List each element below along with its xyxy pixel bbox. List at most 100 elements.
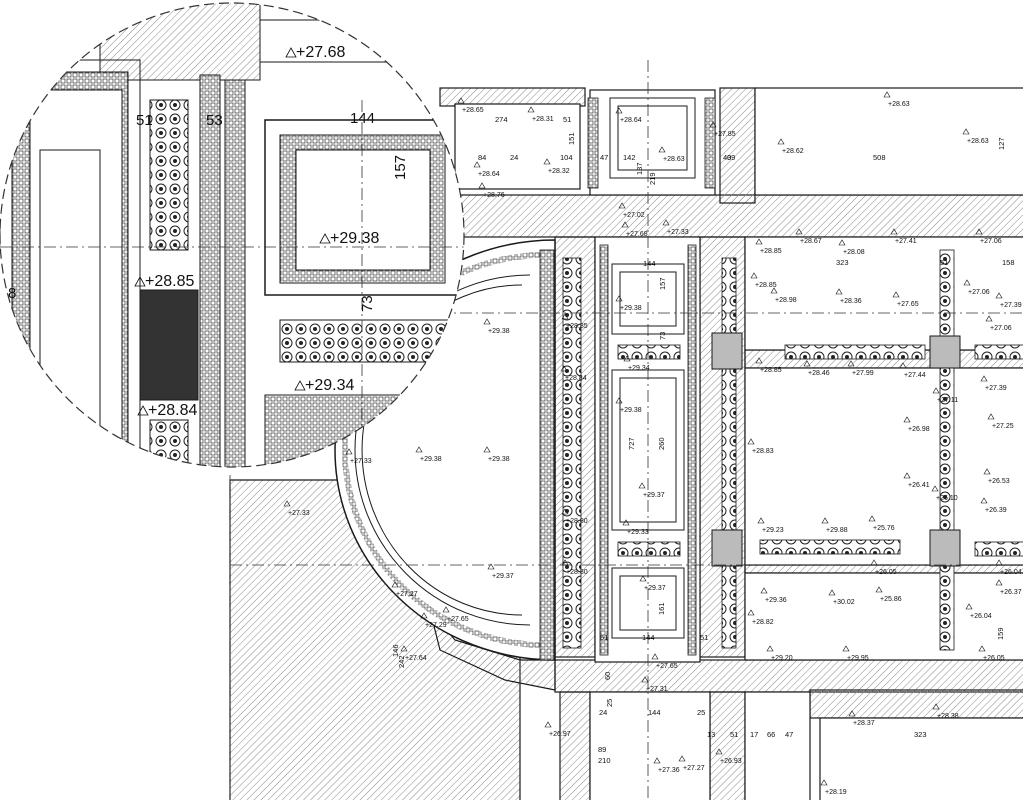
dimension-label: 89 xyxy=(598,745,606,754)
dimension-label: 104 xyxy=(560,153,573,162)
elevation-triangle-icon xyxy=(932,703,940,710)
elevation-triangle-icon xyxy=(835,288,843,295)
elevation-marker: +27.33 xyxy=(345,448,372,465)
dimension-label: 151 xyxy=(567,132,576,145)
elevation-triangle-icon xyxy=(400,645,408,652)
elevation-label: +27.65 xyxy=(897,301,919,308)
elevation-label: +29.37 xyxy=(492,573,514,580)
dimension-label: 144 xyxy=(648,708,661,717)
dimension-label: 219 xyxy=(648,172,657,185)
elevation-label: +27.65 xyxy=(656,663,678,670)
elevation-triangle-icon xyxy=(838,239,846,246)
elevation-marker: +26.04 xyxy=(965,603,992,620)
elevation-marker: +28.62 xyxy=(777,138,804,155)
elevation-marker: +27.64 xyxy=(400,645,427,662)
elevation-label: +28.85 xyxy=(760,248,782,255)
elevation-label: +27.02 xyxy=(623,212,645,219)
elevation-marker: +26.53 xyxy=(983,468,1010,485)
elevation-label: +27.27 xyxy=(683,765,705,772)
dimension-label: 144 xyxy=(643,259,656,268)
elevation-triangle-icon xyxy=(747,438,755,445)
elevation-marker: +29.34 xyxy=(623,355,650,372)
dimension-label: 17 xyxy=(750,730,758,739)
elevation-label: +26.37 xyxy=(1000,589,1022,596)
dimension-label: 142 xyxy=(623,153,636,162)
dimension-label: 144 xyxy=(642,633,655,642)
elevation-label: +27.39 xyxy=(1000,302,1022,309)
elevation-marker: +28.63 xyxy=(658,146,685,163)
elevation-marker: +27.68 xyxy=(621,221,648,238)
elevation-label: +28.65 xyxy=(462,107,484,114)
elevation-marker: +29.38 xyxy=(415,446,442,463)
elevation-marker: +30.02 xyxy=(828,589,855,606)
elevation-triangle-icon xyxy=(828,589,836,596)
dimension-label: 73 xyxy=(658,332,667,340)
elevation-triangle-icon xyxy=(892,291,900,298)
elevation-triangle-icon xyxy=(662,219,670,226)
elevation-marker: +29.20 xyxy=(766,645,793,662)
magnifier-elevation-label: +29.38 xyxy=(330,230,379,247)
elevation-marker: +27.41 xyxy=(890,228,917,245)
dimension-label: 727 xyxy=(627,437,636,450)
elevation-marker: +27.65 xyxy=(892,291,919,308)
elevation-triangle-icon xyxy=(980,497,988,504)
elevation-triangle-icon xyxy=(285,47,297,58)
elevation-triangle-icon xyxy=(420,612,428,619)
magnifier-dimension-label: 51 xyxy=(136,112,153,129)
elevation-marker: +27.25 xyxy=(987,413,1014,430)
elevation-label: +27.64 xyxy=(405,655,427,662)
elevation-marker: +27.85 xyxy=(709,121,736,138)
elevation-label: +28.64 xyxy=(478,171,500,178)
elevation-triangle-icon xyxy=(875,586,883,593)
dimension-label: 51 xyxy=(940,258,948,267)
elevation-label: +28.83 xyxy=(752,448,774,455)
coffer-panels xyxy=(609,97,696,639)
elevation-triangle-icon xyxy=(415,446,423,453)
dimension-label: 51 xyxy=(600,633,608,642)
elevation-triangle-icon xyxy=(623,355,631,362)
elevation-label: +28.98 xyxy=(775,297,797,304)
elevation-marker: +28.64 xyxy=(473,161,500,178)
elevation-label: +29.34 xyxy=(628,365,650,372)
magnifier-dimension-label: 73 xyxy=(359,295,376,312)
elevation-triangle-icon xyxy=(641,676,649,683)
dimension-label: 242 xyxy=(397,655,406,668)
elevation-triangle-icon xyxy=(963,279,971,286)
elevation-triangle-icon xyxy=(561,559,569,566)
elevation-marker: +25.86 xyxy=(875,586,902,603)
dimension-label: 323 xyxy=(836,258,849,267)
elevation-triangle-icon xyxy=(715,748,723,755)
elevation-marker: +28.84 xyxy=(560,365,587,382)
elevation-triangle-icon xyxy=(766,645,774,652)
dimension-label: 51 xyxy=(730,730,738,739)
elevation-label: +28.76 xyxy=(483,192,505,199)
elevation-marker: +27.06 xyxy=(963,279,990,296)
elevation-triangle-icon xyxy=(975,228,983,235)
elevation-marker: +29.88 xyxy=(821,517,848,534)
magnifier-dimension-label: 8 xyxy=(8,285,16,302)
elevation-marker: +28.85 xyxy=(750,272,777,289)
elevation-label: +29.38 xyxy=(488,328,510,335)
elevation-label: +29.23 xyxy=(762,527,784,534)
elevation-label: +29.88 xyxy=(826,527,848,534)
elevation-triangle-icon xyxy=(483,318,491,325)
elevation-label: +27.06 xyxy=(980,238,1002,245)
elevation-label: +27.44 xyxy=(904,372,926,379)
elevation-marker: +27.99 xyxy=(847,360,874,377)
elevation-label: +27.99 xyxy=(852,370,874,377)
elevation-triangle-icon xyxy=(757,517,765,524)
elevation-marker: +27.11 xyxy=(932,387,958,404)
elevation-triangle-icon xyxy=(932,387,940,394)
elevation-label: +28.19 xyxy=(825,789,847,796)
dimension-label: 159 xyxy=(996,627,1005,640)
elevation-marker: +28.67 xyxy=(795,228,822,245)
elevation-label: +28.32 xyxy=(548,168,570,175)
elevation-marker: +27.33 xyxy=(662,219,689,236)
elevation-triangle-icon xyxy=(621,221,629,228)
elevation-label: +29.33 xyxy=(627,529,649,536)
elevation-marker: +28.98 xyxy=(770,287,797,304)
elevation-triangle-icon xyxy=(618,202,626,209)
dimension-label: 51 xyxy=(700,633,708,642)
elevation-label: +28.85 xyxy=(755,282,777,289)
elevation-label: +26.05 xyxy=(983,655,1005,662)
